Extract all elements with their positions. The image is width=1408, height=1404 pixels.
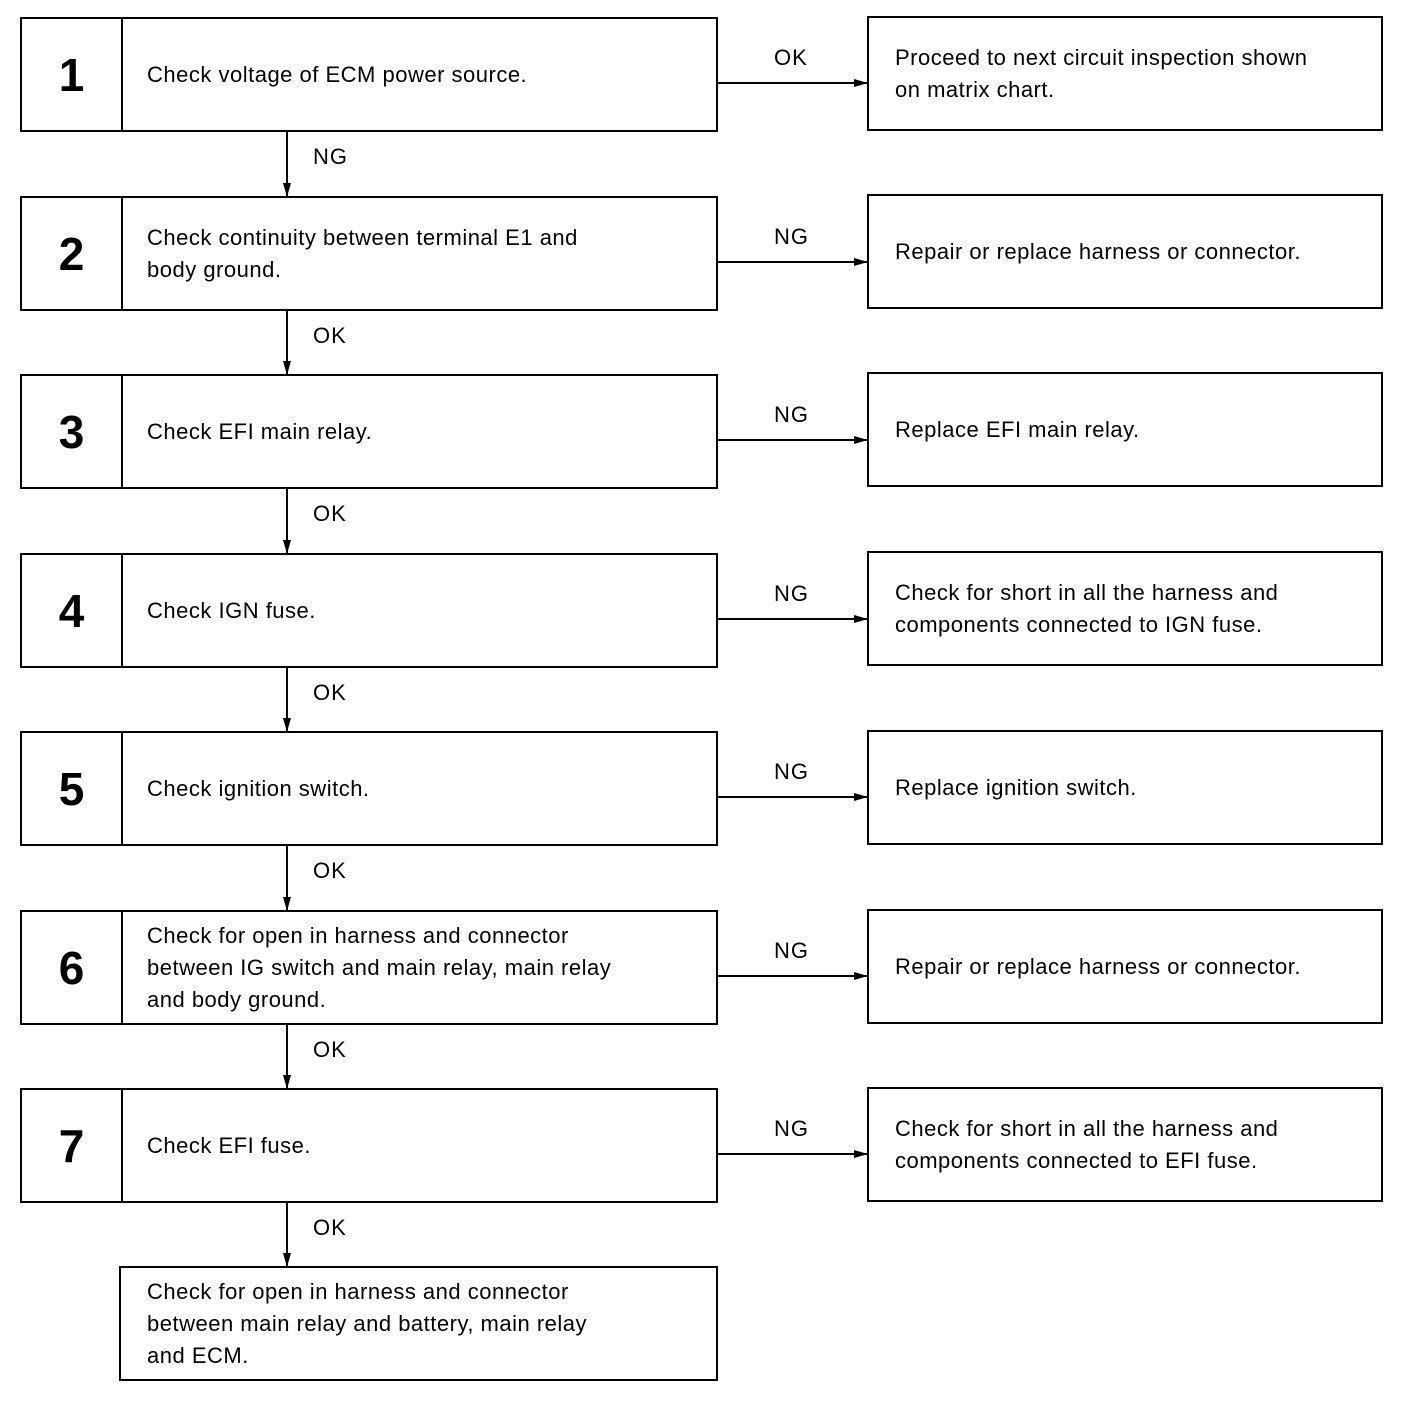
final-step-text: Check for open in harness and connector … [147,1278,588,1368]
branch-label: NG [774,1116,809,1141]
result-text: Repair or replace harness or connector. [895,238,1301,264]
branch-label: NG [774,402,809,427]
down-label: OK [313,1037,347,1062]
result-box-5: Replace ignition switch. [867,730,1383,845]
step-text: Check for open in harness and connector … [147,922,612,1012]
step-box-3: 3 Check EFI main relay. [20,374,718,489]
step-box-5: 5 Check ignition switch. [20,731,718,846]
result-box-4: Check for short in all the harness and c… [867,551,1383,666]
step-number: 7 [22,1090,123,1201]
down-label: OK [313,501,347,526]
branch-label: NG [774,759,809,784]
step-text: Check IGN fuse. [147,597,316,623]
branch-label: NG [774,938,809,963]
result-box-3: Replace EFI main relay. [867,372,1383,487]
result-text: Repair or replace harness or connector. [895,953,1301,979]
branch-label: NG [774,581,809,606]
down-label: NG [313,144,348,169]
down-label: OK [313,323,347,348]
step-box-7: 7 Check EFI fuse. [20,1088,718,1203]
step-text: Check continuity between terminal E1 and… [147,224,578,282]
step-number: 2 [22,198,123,309]
result-box-2: Repair or replace harness or connector. [867,194,1383,309]
result-box-6: Repair or replace harness or connector. [867,909,1383,1024]
result-text: Proceed to next circuit inspection shown… [895,44,1308,102]
result-text: Replace EFI main relay. [895,416,1140,442]
step-number: 3 [22,376,123,487]
result-box-7: Check for short in all the harness and c… [867,1087,1383,1202]
step-box-2: 2 Check continuity between terminal E1 an… [20,196,718,311]
down-label: OK [313,858,347,883]
step-text: Check voltage of ECM power source. [147,61,528,87]
step-text: Check EFI main relay. [147,418,373,444]
result-box-1: Proceed to next circuit inspection shown… [867,16,1383,131]
result-text: Replace ignition switch. [895,774,1137,800]
branch-label: NG [774,224,809,249]
step-number: 6 [22,912,123,1023]
down-label: OK [313,680,347,705]
down-label: OK [313,1215,347,1240]
result-text: Check for short in all the harness and c… [895,579,1279,637]
final-step-box: Check for open in harness and connector … [119,1266,718,1381]
step-box-1: 1 Check voltage of ECM power source. [20,17,718,132]
branch-label: OK [774,45,808,70]
step-box-4: 4 Check IGN fuse. [20,553,718,668]
step-text: Check ignition switch. [147,775,370,801]
result-text: Check for short in all the harness and c… [895,1115,1279,1173]
step-text: Check EFI fuse. [147,1132,312,1158]
step-number: 1 [22,19,123,130]
step-number: 4 [22,555,123,666]
step-number: 5 [22,733,123,844]
step-box-6: 6 Check for open in harness and connector… [20,910,718,1025]
